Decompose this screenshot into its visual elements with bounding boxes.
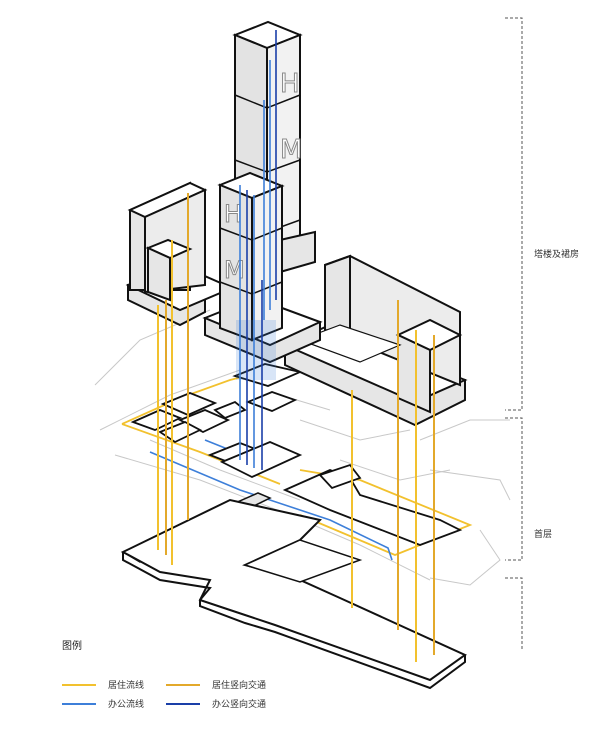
legend-swatch	[166, 702, 200, 705]
office-vertical-cores	[236, 30, 277, 470]
tower-letter-m-lower: M	[224, 256, 245, 284]
legend-item-residential-flow: 居住流线	[62, 678, 144, 691]
legend-swatch	[62, 702, 96, 705]
legend-item-residential-core: 居住竖向交通	[166, 678, 266, 691]
legend-item-office-flow: 办公流线	[62, 697, 144, 710]
legend-swatch	[62, 683, 96, 686]
label-ground-floor: 首层	[534, 530, 553, 540]
tower-letter-m-upper: M	[280, 135, 302, 165]
level-brackets	[505, 17, 523, 650]
label-tower-podium: 塔楼及裙房	[534, 250, 580, 260]
tower-letter-h-lower: H	[224, 200, 242, 228]
legend-swatch	[166, 683, 200, 686]
front-tower	[217, 171, 285, 342]
legend-label: 居住竖向交通	[212, 681, 267, 691]
tower-letter-h-upper: H	[280, 69, 300, 99]
legend-label: 办公竖向交通	[212, 700, 267, 710]
legend-label: 居住流线	[108, 681, 145, 691]
legend-item-office-core: 办公竖向交通	[166, 697, 266, 710]
tower-letters: H M H M	[224, 69, 303, 285]
podium-left	[125, 181, 235, 327]
legend-title: 图例	[62, 641, 82, 652]
legend-label: 办公流线	[108, 700, 145, 710]
residential-vertical-cores	[157, 193, 435, 662]
podium-right	[282, 254, 468, 427]
ground-slab	[120, 492, 467, 690]
